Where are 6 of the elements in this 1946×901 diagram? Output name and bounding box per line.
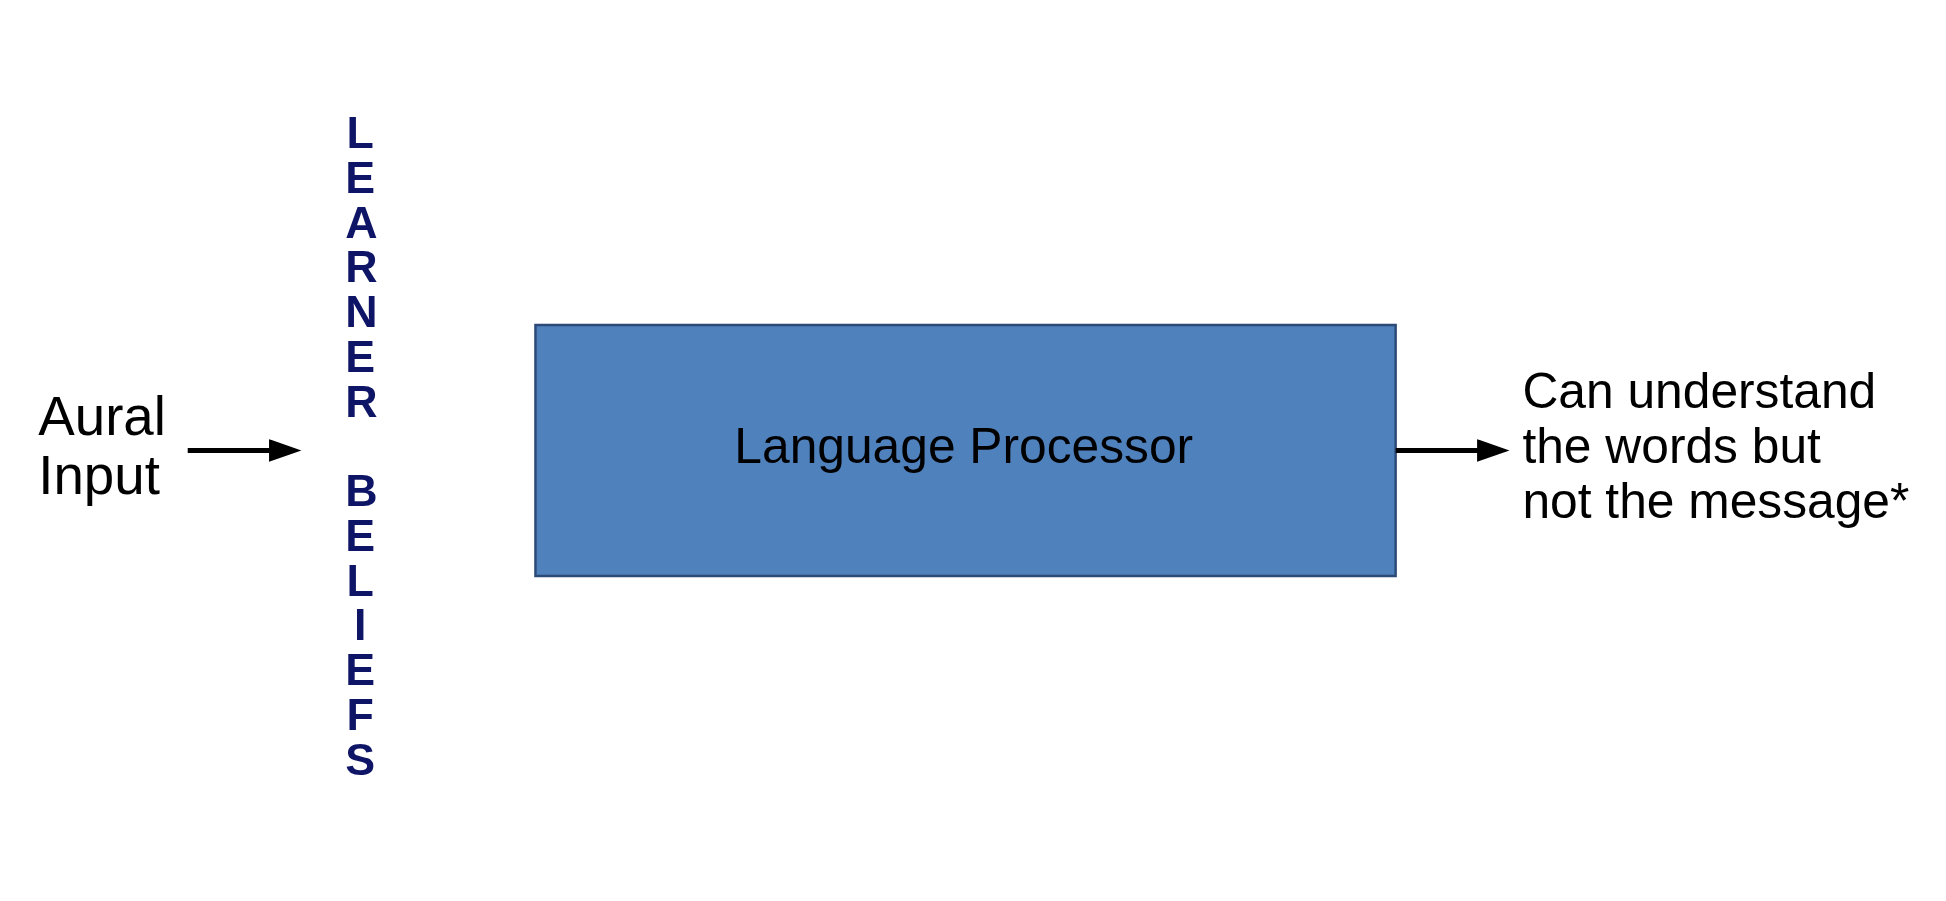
- node-text: LEARNER BELIEFS: [345, 107, 378, 784]
- arrow: [1395, 439, 1510, 462]
- node-text: Can understand the words but not the message*: [1522, 363, 1910, 529]
- node-text: Aural Input: [38, 384, 166, 507]
- node-box: Language Processor: [534, 323, 1397, 578]
- arrow: [187, 439, 302, 462]
